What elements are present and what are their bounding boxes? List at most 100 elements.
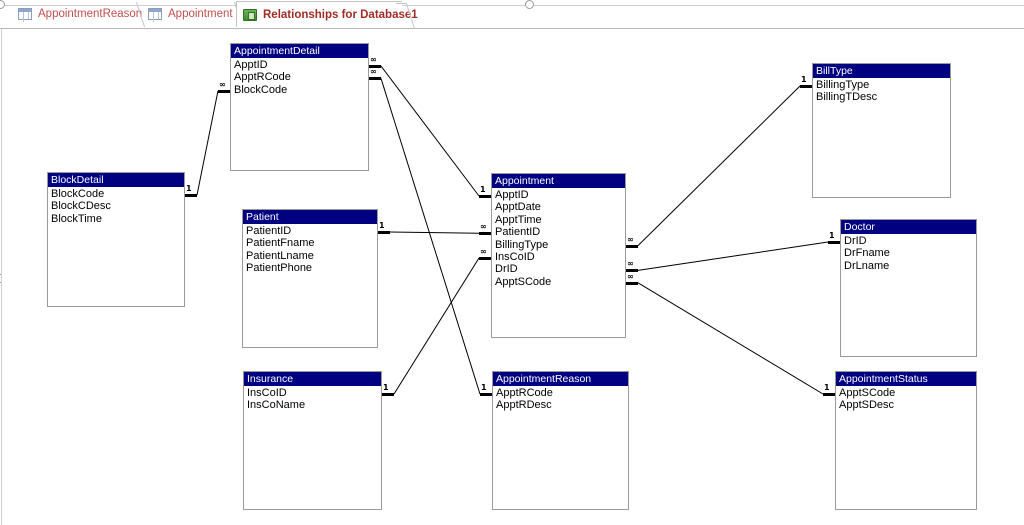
top-rule: [0, 5, 1024, 6]
field-name[interactable]: ApptRCode: [496, 387, 553, 399]
field-name[interactable]: DrID: [844, 235, 867, 247]
table-title: Doctor: [841, 220, 976, 234]
relationship-line[interactable]: [380, 78, 481, 395]
field-name[interactable]: DrID: [495, 263, 518, 276]
cardinality-one-label: 1: [481, 383, 487, 392]
field-name[interactable]: ApptID: [234, 59, 268, 71]
relationship-line[interactable]: [393, 257, 480, 395]
field-name[interactable]: BlockCDesc: [51, 200, 111, 213]
relationship-anchor-bar: [479, 232, 491, 236]
field-name[interactable]: InsCoName: [247, 399, 306, 412]
relationship-anchor-bar: [369, 77, 381, 81]
field-name[interactable]: InsCoID: [495, 251, 535, 264]
table-title: AppointmentStatus: [836, 372, 976, 386]
relationship-anchor-bar: [626, 281, 638, 285]
table-title: BlockDetail: [48, 173, 184, 187]
tab-appointment[interactable]: Appointment: [142, 1, 244, 27]
field-name[interactable]: PatientLname: [246, 249, 314, 262]
cardinality-many-label: ∞: [480, 222, 487, 232]
field-name[interactable]: BillingType: [495, 238, 549, 251]
cardinality-many-label: ∞: [370, 55, 377, 64]
field-name[interactable]: InsCoID: [247, 387, 287, 399]
relationship-line[interactable]: [380, 65, 480, 197]
relationship-line[interactable]: [637, 85, 801, 246]
field-name[interactable]: ApptSDesc: [839, 399, 895, 412]
tab-strip-baseline: [0, 28, 1024, 29]
cardinality-many-label: ∞: [627, 234, 634, 244]
relationship-anchor-bar: [479, 257, 491, 260]
field-name[interactable]: DrFname: [844, 247, 890, 260]
table-title: Patient: [243, 210, 377, 224]
field-name[interactable]: PatientPhone: [246, 262, 313, 275]
relationship-anchor-bar: [369, 65, 381, 68]
relationship-line[interactable]: [389, 231, 480, 234]
tab-label: Relationships for Database1: [263, 8, 418, 21]
field-name[interactable]: ApptRDesc: [496, 399, 552, 412]
tab-label: AppointmentReason: [38, 8, 143, 20]
table-title: AppointmentReason: [493, 372, 628, 386]
field-name[interactable]: PatientFname: [246, 237, 315, 250]
relationship-line[interactable]: [637, 241, 829, 271]
table-title: AppointmentDetail: [231, 44, 368, 58]
splitter-handle-left[interactable]: [0, 0, 5, 9]
splitter-handle-top[interactable]: [525, 0, 534, 9]
relationship-line[interactable]: [196, 90, 219, 196]
field-name[interactable]: ApptDate: [495, 201, 541, 214]
tab-relationships[interactable]: Relationships for Database1: [236, 1, 418, 29]
field-name[interactable]: BlockCode: [51, 188, 105, 200]
field-name[interactable]: PatientID: [495, 226, 541, 239]
cardinality-one-label: 1: [824, 383, 830, 392]
field-name[interactable]: ApptSCode: [839, 387, 896, 399]
relationship-anchor-bar: [626, 269, 638, 273]
table-grid-icon: [148, 8, 162, 20]
relationship-anchor-bar: [823, 393, 835, 396]
relationship-anchor-bar: [378, 231, 390, 234]
field-name[interactable]: BlockTime: [51, 212, 102, 225]
cardinality-one-label: 1: [801, 75, 807, 84]
field-name[interactable]: BlockCode: [234, 83, 288, 96]
cardinality-many-label: ∞: [627, 271, 634, 281]
field-name[interactable]: PatientID: [246, 225, 292, 237]
field-name[interactable]: ApptTime: [495, 213, 542, 226]
field-name[interactable]: ApptRCode: [234, 71, 291, 84]
field-name[interactable]: BillingTDesc: [816, 91, 878, 104]
field-name[interactable]: ApptSCode: [495, 275, 552, 288]
relationship-anchor-bar: [479, 195, 491, 198]
relationship-line[interactable]: [637, 282, 824, 395]
cardinality-many-label: ∞: [219, 79, 226, 89]
field-name[interactable]: DrLname: [844, 259, 890, 272]
cardinality-one-label: 1: [480, 185, 486, 194]
tab-appointment-reason[interactable]: AppointmentReason: [12, 1, 146, 27]
cardinality-many-label: ∞: [370, 67, 377, 77]
cardinality-one-label: 1: [379, 221, 385, 230]
field-name[interactable]: BillingType: [816, 79, 870, 91]
table-title: Appointment: [492, 174, 625, 188]
table-title: BillType: [813, 64, 950, 78]
relationships-icon: [243, 8, 257, 21]
cardinality-many-label: ∞: [627, 259, 634, 269]
cardinality-one-label: 1: [383, 383, 389, 392]
field-name[interactable]: ApptID: [495, 189, 529, 201]
table-grid-icon: [18, 8, 32, 20]
relationship-anchor-bar: [828, 241, 840, 244]
relationship-anchor-bar: [218, 89, 230, 93]
document-tab-strip: AppointmentReason Appointment Relationsh…: [0, 0, 1024, 29]
